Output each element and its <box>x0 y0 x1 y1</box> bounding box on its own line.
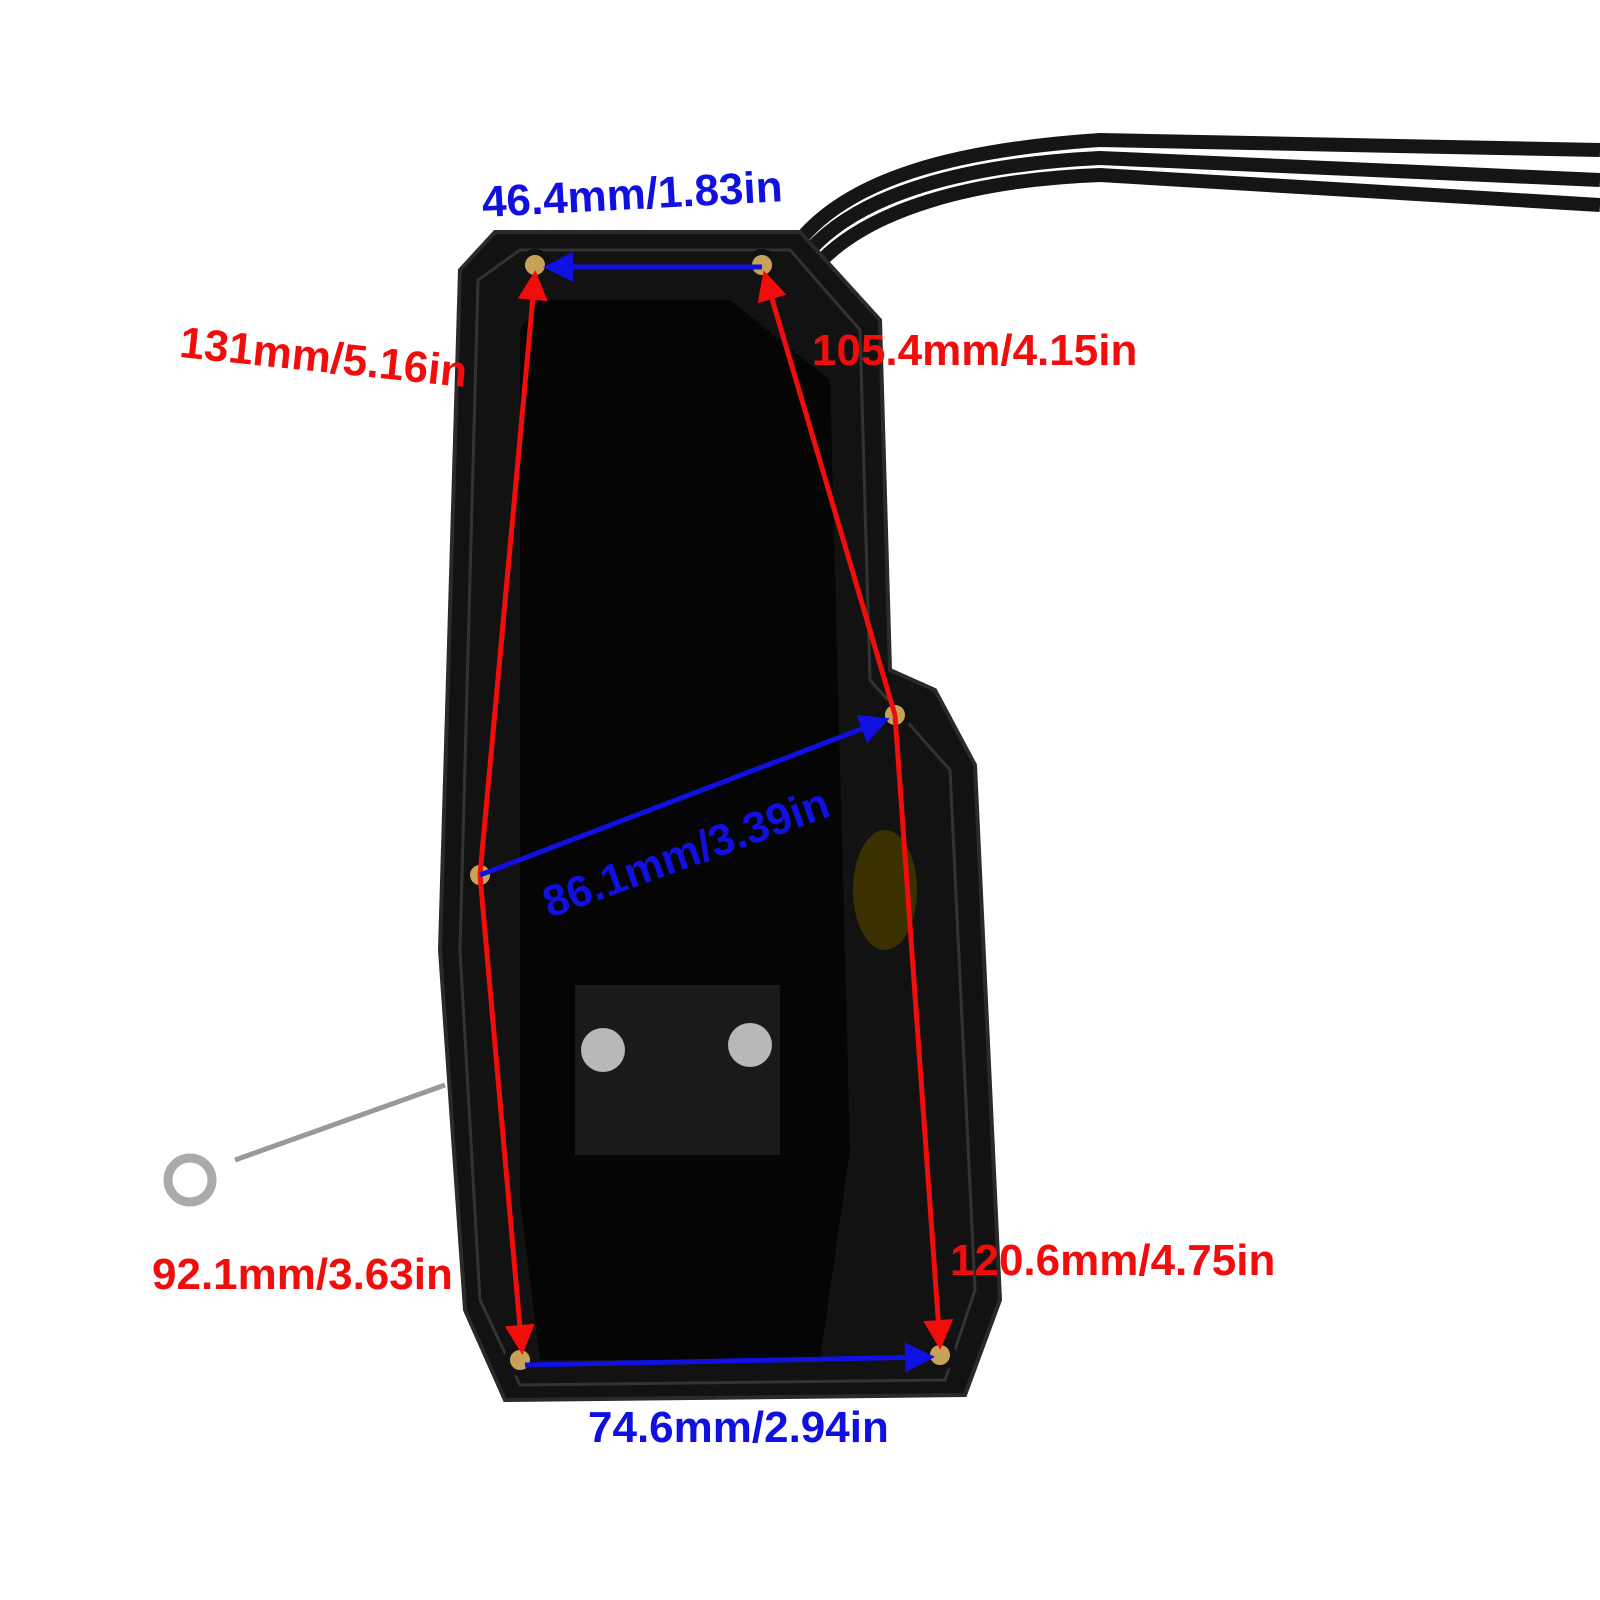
ring-terminal <box>163 1153 217 1207</box>
nut-right <box>728 1023 772 1067</box>
sight-window <box>853 830 917 950</box>
label-left-lower: 92.1mm/3.63in <box>152 1250 453 1299</box>
label-bottom-width: 74.6mm/2.94in <box>588 1403 889 1452</box>
label-right-lower: 120.6mm/4.75in <box>950 1236 1276 1285</box>
hoses <box>794 132 1600 267</box>
label-right-upper: 105.4mm/4.15in <box>812 326 1138 375</box>
wire-lead <box>234 1082 446 1163</box>
arrow-diagonal <box>479 714 890 878</box>
dimension-arrows <box>477 252 954 1373</box>
arrow-bottom <box>524 1342 935 1373</box>
nut-left <box>581 1028 625 1072</box>
arrow-left-upper <box>477 270 548 876</box>
arrow-right-lower <box>892 714 954 1350</box>
arrow-right-upper <box>757 270 898 716</box>
arrow-left-lower <box>477 874 535 1355</box>
gasket <box>458 248 977 1387</box>
